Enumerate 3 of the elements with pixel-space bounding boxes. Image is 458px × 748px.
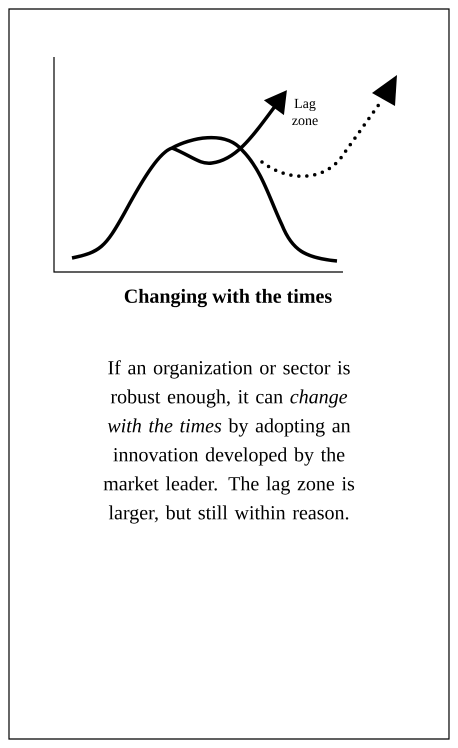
annotation-label: Lag zone [292,98,318,126]
description-text: If an organization or sector is robust enough, it can change with the times by adopting an innovation developed by the market leader. The lag zone is larger, but still within reason. [104,360,354,524]
title: Changing with the times [124,288,332,308]
